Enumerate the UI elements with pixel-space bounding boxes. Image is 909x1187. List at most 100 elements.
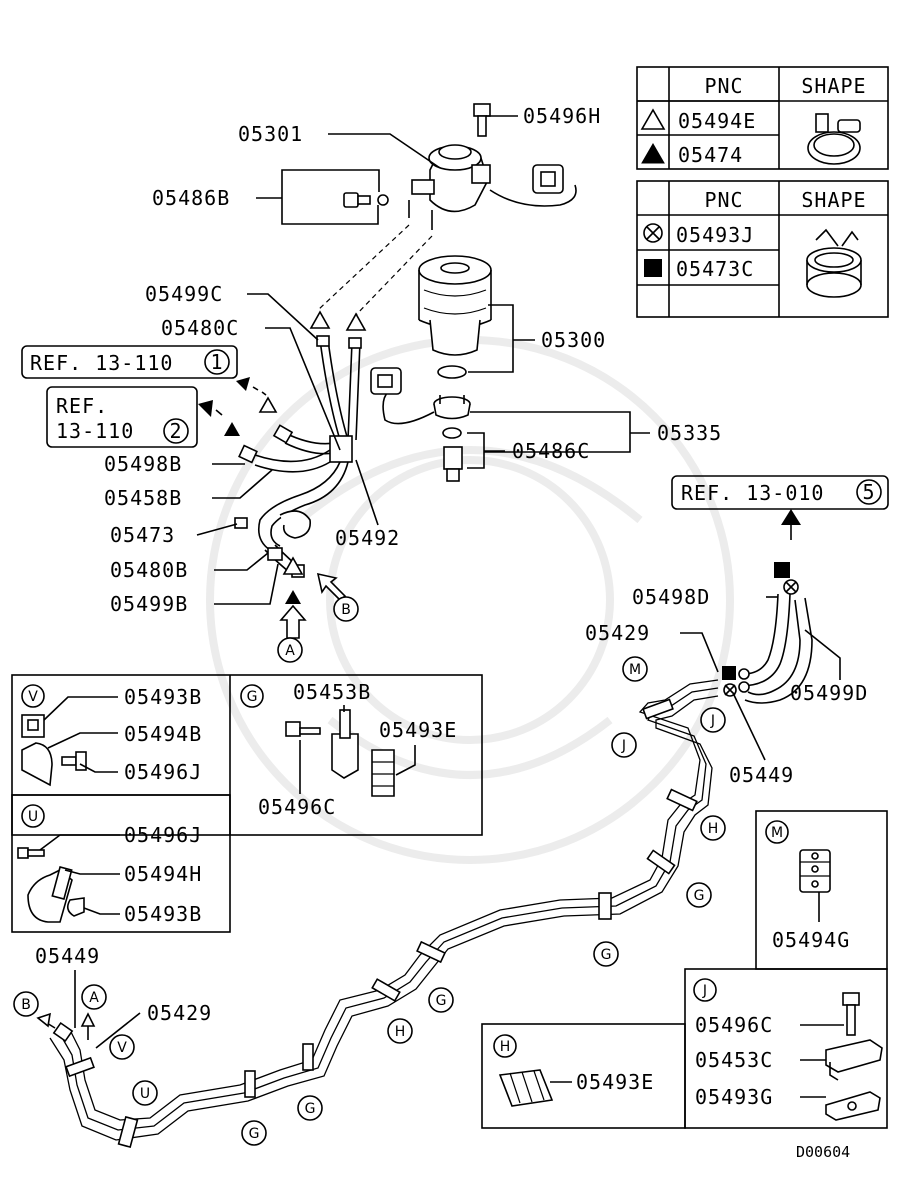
label-05480b: 05480B [110, 558, 188, 582]
plug-05486b [343, 192, 389, 208]
clip-05493b-u [66, 897, 85, 917]
detail-v-label-2: 05494B [124, 722, 202, 746]
bolt-05496c-g [285, 721, 321, 737]
detail-u-label-3: 05493B [124, 902, 202, 926]
table2-row1-pnc: 05493J [676, 223, 754, 247]
detail-box-j: J 05496C 05453C 05493G [684, 968, 888, 1129]
letter-g-4: G [305, 1101, 316, 1117]
ref-box-5[interactable]: REF. 13-010 5 [671, 475, 889, 510]
letter-b-lower: B [21, 997, 31, 1013]
plate-05493g [825, 1091, 881, 1121]
gasket-05486c [442, 427, 462, 439]
label-05473: 05473 [110, 523, 175, 547]
letter-g-3: G [436, 993, 447, 1009]
letter-v: V [117, 1040, 127, 1056]
clip-05493e-g [371, 749, 395, 797]
fuel-hoses-assembly [234, 310, 367, 604]
table1-header-shape: SHAPE [801, 74, 866, 98]
circled-letters: A B M J J H G G G H G G U V B A [13, 596, 726, 1146]
ref-box-2-number: 2 [169, 419, 182, 443]
letter-m: M [629, 662, 641, 678]
detail-g-letter: G [247, 689, 258, 705]
detail-m-letter: M [771, 825, 783, 841]
letter-g-2: G [601, 947, 612, 963]
ref-box-2[interactable]: REF. 13-110 2 [46, 386, 198, 448]
bolt-05496j-v [61, 751, 87, 771]
table2-row2-pnc: 05473C [676, 257, 754, 281]
o-ring-05300 [437, 365, 467, 379]
ref-arrows [198, 377, 278, 436]
detail-box-m: M 05494G [755, 810, 888, 970]
letter-a-upper: A [285, 643, 295, 659]
letter-g-1: G [694, 888, 705, 904]
detail-j-letter: J [702, 983, 707, 999]
detail-j-label-1: 05496C [695, 1013, 773, 1037]
pipe-clips [52, 698, 698, 1149]
detail-h-letter: H [500, 1039, 511, 1055]
bottom-left-arrows [36, 1012, 96, 1040]
label-05335: 05335 [657, 421, 722, 445]
arrow-a-up [279, 604, 307, 639]
label-05486b: 05486B [152, 186, 230, 210]
letter-j-1: J [710, 713, 715, 729]
upper-right-pipes [722, 509, 813, 704]
label-05496h: 05496H [523, 104, 601, 128]
label-05429-upper: 05429 [585, 621, 650, 645]
ref-box-1-number: 1 [210, 350, 223, 374]
label-05499c: 05499C [145, 282, 223, 306]
detail-g-label-3: 05496C [258, 795, 336, 819]
detail-u-letter: U [28, 809, 38, 825]
label-05492: 05492 [335, 526, 400, 550]
main-fuel-lines [49, 679, 719, 1141]
detail-g-label-1: 05453B [293, 680, 371, 704]
clip-05494g [799, 849, 831, 893]
label-05449-lower: 05449 [35, 944, 100, 968]
letter-b-upper: B [341, 602, 351, 618]
table1-header-pnc: PNC [704, 74, 743, 98]
bolt-05496c-j [842, 992, 860, 1036]
clamp-table-1: PNC SHAPE 05494E 05474 [636, 66, 889, 170]
letter-u: U [140, 1086, 150, 1102]
label-05499b: 05499B [110, 592, 188, 616]
open-triangle-symbol [640, 108, 666, 130]
letter-a-lower: A [89, 990, 99, 1006]
detail-box-u: U 05496J 05494H 05493B [11, 794, 231, 933]
letter-g-5: G [249, 1126, 260, 1142]
filled-square-symbol [644, 259, 662, 277]
clip-05493e-h [498, 1069, 554, 1107]
label-05458b: 05458B [104, 486, 182, 510]
label-05499d: 05499D [790, 681, 868, 705]
label-05301: 05301 [238, 122, 303, 146]
leader-lines [74, 115, 841, 1049]
ref-box-5-number: 5 [862, 480, 875, 504]
letter-h-2: H [395, 1024, 406, 1040]
table1-row2-pnc: 05474 [678, 143, 743, 167]
table2-header-shape: SHAPE [801, 188, 866, 212]
detail-v-label-3: 05496J [124, 760, 202, 784]
detail-box-h: H 05493E [481, 1023, 686, 1129]
table1-row1-pnc: 05494E [678, 109, 756, 133]
label-05498b: 05498B [104, 452, 182, 476]
ref-box-1[interactable]: REF. 13-110 1 [21, 345, 238, 379]
fuel-filter-head [411, 144, 577, 213]
ref-box-1-text: REF. 13-110 [30, 351, 173, 375]
sensor-05335 [370, 367, 471, 425]
bracket-05453b [331, 709, 359, 779]
detail-g-label-2: 05493E [379, 718, 457, 742]
arrow-b [316, 572, 347, 602]
hose-clamp-shape-1 [807, 113, 861, 165]
bolt-05496h [473, 103, 491, 137]
label-05300: 05300 [541, 328, 606, 352]
letter-h-1: H [708, 821, 719, 837]
detail-u-label-2: 05494H [124, 862, 202, 886]
clip-05493b-v [21, 714, 45, 738]
label-05498d: 05498D [632, 585, 710, 609]
ref-box-2-line2: 13-110 [56, 419, 134, 443]
drain-valve [443, 446, 463, 482]
detail-u-label-1: 05496J [124, 823, 202, 847]
diagram-code: D00604 [796, 1143, 850, 1161]
table2-header-pnc: PNC [704, 188, 743, 212]
bolt-05496j-u [17, 847, 45, 859]
letter-j-2: J [621, 738, 626, 754]
